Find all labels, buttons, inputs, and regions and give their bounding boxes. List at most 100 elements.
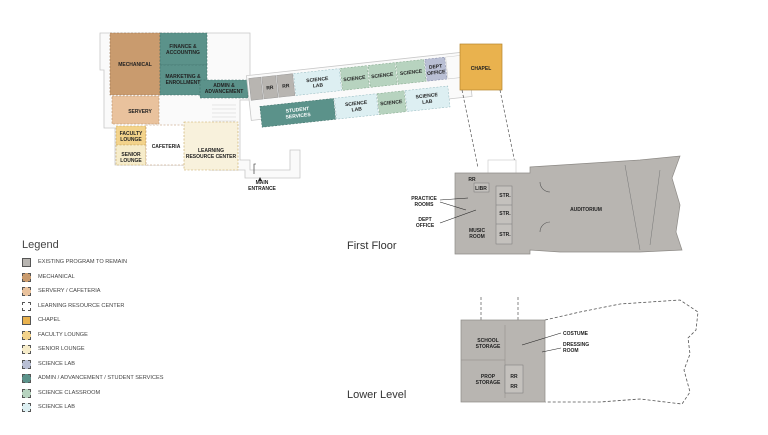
main-wing <box>99 32 301 181</box>
room-mechanical[interactable] <box>109 32 161 96</box>
room-science-lab-lower-1[interactable] <box>334 93 379 120</box>
room-science-3[interactable] <box>395 59 427 85</box>
room-rr-1[interactable] <box>261 75 279 100</box>
room-science-4[interactable] <box>376 90 407 115</box>
legend-label: SCIENCE CLASSROOM <box>38 389 101 396</box>
label-music-1: MUSIC <box>469 228 486 234</box>
legend-item: SENIOR LOUNGE <box>22 344 222 359</box>
room-dept-office[interactable] <box>424 56 448 82</box>
legend-item: SCIENCE LAB <box>22 359 222 374</box>
legend-item: ADMIN / ADVANCEMENT / STUDENT SERVICES <box>22 373 222 388</box>
classroom-wing-labels: RR RR SCIENCE LAB SCIENCE SCIENCE SCIENC… <box>266 63 447 121</box>
room-learning-resource-center[interactable] <box>183 121 239 171</box>
lower-level-outline <box>544 299 699 405</box>
legend-swatch <box>22 388 31 398</box>
label-aud-rr: RR <box>468 177 476 183</box>
room-marketing-enrollment[interactable] <box>159 64 208 96</box>
room-servery[interactable] <box>111 95 160 125</box>
label-dept-2: OFFICE <box>427 69 447 77</box>
legend-title: Legend <box>22 239 59 251</box>
label-first-floor: First Floor <box>347 240 397 252</box>
stage-lines <box>624 164 661 251</box>
label-admin-2: ADVANCEMENT <box>205 89 244 95</box>
legend-item: FACULTY LOUNGE <box>22 330 222 345</box>
label-str-1: STR. <box>499 193 511 199</box>
label-lower-rr-2: RR <box>510 384 518 390</box>
legend-label: SCIENCE LAB <box>38 404 75 410</box>
room-libr[interactable] <box>473 182 490 193</box>
legend-label: LEARNING RESOURCE CENTER <box>38 302 125 309</box>
legend-item: SCIENCE LAB <box>22 402 222 417</box>
room-lower-rr[interactable] <box>504 364 524 394</box>
legend-label: EXISTING PROGRAM TO REMAIN <box>38 259 127 265</box>
legend-swatch <box>22 316 31 325</box>
label-dressing-2: ROOM <box>563 348 579 354</box>
connector-lines <box>461 89 519 320</box>
label-chapel: CHAPEL <box>471 66 492 72</box>
auditorium-porch <box>487 159 517 175</box>
label-sci-lab-lower-1a: SCIENCE <box>345 100 368 108</box>
room-science-1[interactable] <box>339 65 370 91</box>
label-school-1: SCHOOL <box>477 338 498 344</box>
room-rr-2[interactable] <box>276 73 296 98</box>
legend-swatch <box>22 374 31 383</box>
stair-lines <box>212 104 236 122</box>
room-science-lab-upper[interactable] <box>293 68 342 96</box>
label-str-3: STR. <box>499 232 511 238</box>
legend-swatch <box>22 403 31 412</box>
label-sci-lab-upper-1: SCIENCE <box>306 76 329 84</box>
label-lrc-2: RESOURCE CENTER <box>186 154 237 160</box>
legend-swatch <box>22 345 31 354</box>
label-auditorium: AUDITORIUM <box>570 207 602 213</box>
label-prop-2: STORAGE <box>476 380 501 386</box>
legend-swatch <box>22 272 31 282</box>
label-str-2: STR. <box>499 211 511 217</box>
legend-swatch <box>22 258 31 267</box>
room-chapel[interactable] <box>459 43 503 91</box>
label-practice-2: ROOMS <box>415 202 435 208</box>
room-science-2[interactable] <box>367 62 398 88</box>
door-swings <box>539 181 551 233</box>
callout-lines <box>439 197 562 353</box>
room-student-services[interactable] <box>259 98 336 128</box>
label-senior-1: SENIOR <box>121 152 141 158</box>
legend-swatch <box>22 330 31 340</box>
label-faculty-2: LOUNGE <box>120 137 142 143</box>
label-dept-office-1: DEPT <box>418 217 431 223</box>
label-sci-lab-upper-2: LAB <box>313 82 324 89</box>
legend-swatch <box>22 301 31 311</box>
label-prop-1: PROP <box>481 374 496 380</box>
label-lower-level: Lower Level <box>347 389 406 401</box>
lower-level-existing <box>460 319 546 403</box>
label-student-1: STUDENT <box>285 106 309 115</box>
label-costume: COSTUME <box>563 331 589 337</box>
label-science-4: SCIENCE <box>380 99 403 107</box>
label-mechanical: MECHANICAL <box>118 62 152 68</box>
label-dept-office-2: OFFICE <box>416 223 435 229</box>
label-lrc-1: LEARNING <box>198 148 224 154</box>
label-student-2: SERVICES <box>285 112 311 121</box>
label-lower-rr-1: RR <box>510 374 518 380</box>
room-finance-accounting[interactable] <box>159 32 208 66</box>
label-admin-1: ADMIN & <box>213 83 235 89</box>
label-finance-1: FINANCE & <box>169 44 197 50</box>
label-sci-lab-lower-2b: LAB <box>422 99 433 106</box>
legend-label: SENIOR LOUNGE <box>38 346 85 352</box>
label-school-2: STORAGE <box>476 344 501 350</box>
entrance-arrow-icon <box>258 177 262 181</box>
label-main-2: ENTRANCE <box>248 186 276 192</box>
legend-label: SERVERY / CAFETERIA <box>38 288 101 294</box>
label-servery: SERVERY <box>128 109 152 115</box>
label-dept-1: DEPT <box>429 63 443 70</box>
legend-item: CHAPEL <box>22 315 222 330</box>
legend-swatch <box>22 287 31 296</box>
entrance-marker <box>253 163 256 174</box>
label-science-2: SCIENCE <box>371 72 394 80</box>
legend-label: ADMIN / ADVANCEMENT / STUDENT SERVICES <box>38 375 164 381</box>
legend-item: LEARNING RESOURCE CENTER <box>22 301 222 316</box>
label-dressing-1: DRESSING <box>563 342 589 348</box>
label-music-2: ROOM <box>469 234 485 240</box>
room-science-lab-lower-2[interactable] <box>404 85 451 112</box>
